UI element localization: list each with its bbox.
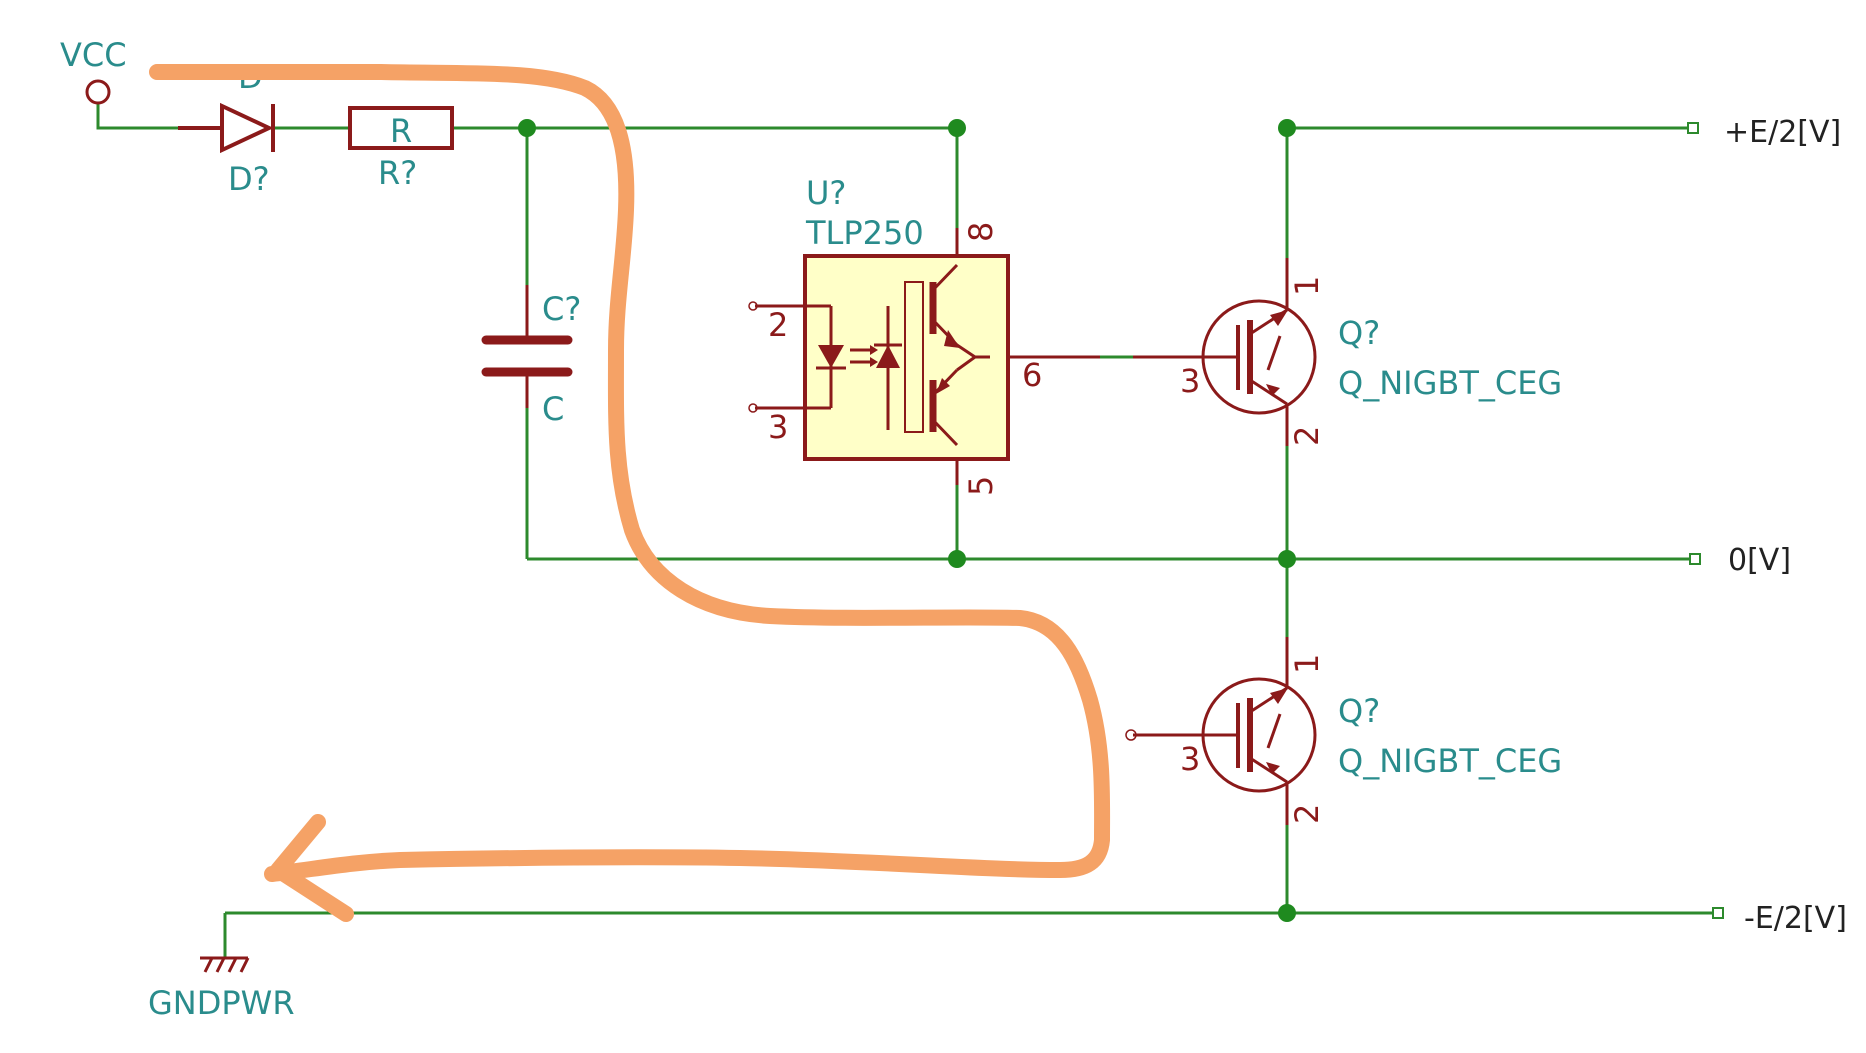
port-plus-label: +E/2[V] xyxy=(1724,115,1841,150)
ports: +E/2[V] 0[V] -E/2[V] xyxy=(1687,115,1847,936)
q1-ref: Q? xyxy=(1338,314,1380,352)
igbt-q1: 1 2 3 Q? Q_NIGBT_CEG xyxy=(1133,258,1562,446)
optocoupler-tlp250: U? TLP250 2 3 8 6 5 xyxy=(748,174,1100,496)
q1-pin-2: 2 xyxy=(1288,426,1326,446)
ic-pin-3: 3 xyxy=(768,408,788,446)
ic-pin-6: 6 xyxy=(1022,356,1042,394)
resistor-value: R xyxy=(390,112,412,150)
vcc-symbol: VCC xyxy=(60,36,127,105)
junction-dot xyxy=(1278,550,1296,568)
q2-pin-2: 2 xyxy=(1288,804,1326,824)
gnd-label: GNDPWR xyxy=(148,984,295,1022)
wires xyxy=(96,103,1713,958)
junction-dot xyxy=(1278,904,1296,922)
vcc-label: VCC xyxy=(60,36,127,74)
ic-value: TLP250 xyxy=(805,214,924,252)
current-path-annotation xyxy=(149,64,1111,922)
ic-pin-5: 5 xyxy=(962,476,1000,496)
junction-dot xyxy=(948,119,966,137)
ic-pin-2: 2 xyxy=(768,306,788,344)
capacitor-value: C xyxy=(542,390,564,428)
q2-pin-3: 3 xyxy=(1180,740,1200,778)
junctions xyxy=(518,119,1296,922)
ic-pin-8: 8 xyxy=(962,222,1000,242)
junction-dot xyxy=(1278,119,1296,137)
resistor-symbol: R R? xyxy=(348,106,454,192)
port-minus-label: -E/2[V] xyxy=(1744,901,1847,936)
q2-ref: Q? xyxy=(1338,692,1380,730)
igbt-q2: 1 2 3 Q? Q_NIGBT_CEG xyxy=(1125,637,1562,825)
junction-dot xyxy=(518,119,536,137)
port-zero-label: 0[V] xyxy=(1728,543,1791,578)
junction-dot xyxy=(948,550,966,568)
q1-pin-3: 3 xyxy=(1180,362,1200,400)
q1-value: Q_NIGBT_CEG xyxy=(1338,364,1562,402)
q2-pin-1: 1 xyxy=(1288,654,1326,674)
wire-vcc xyxy=(96,103,178,130)
q1-pin-1: 1 xyxy=(1288,276,1326,296)
gndpwr-symbol: GNDPWR xyxy=(148,956,295,1022)
capacitor-symbol: C? C xyxy=(481,285,581,428)
capacitor-ref: C? xyxy=(542,290,581,328)
ic-ref: U? xyxy=(806,174,846,212)
resistor-ref: R? xyxy=(378,154,417,192)
q2-value: Q_NIGBT_CEG xyxy=(1338,742,1562,780)
diode-ref: D? xyxy=(228,160,270,198)
